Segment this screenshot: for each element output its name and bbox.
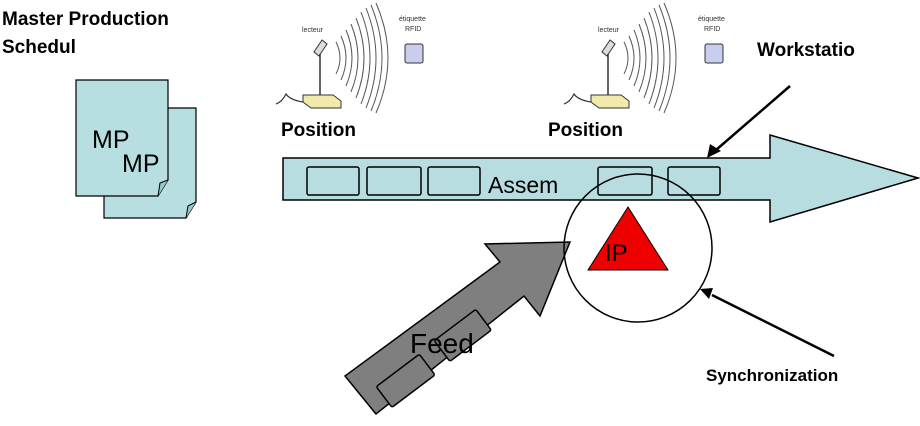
- master-production-title: Master Production: [2, 9, 169, 30]
- document-stack-icon: [75, 79, 197, 219]
- feed-label: Feed: [410, 328, 474, 359]
- master-production-title-line2: Schedul: [2, 37, 76, 58]
- position-label-left: Position: [281, 120, 356, 141]
- rfid-tag-label-left-2: RFID: [405, 26, 421, 33]
- document-back-fold: [185, 201, 197, 219]
- workstation-label: Workstatio: [757, 40, 855, 61]
- mp-label-front: MP: [92, 126, 130, 154]
- rfid-reader-icon: [275, 2, 424, 114]
- workstation-box: [667, 166, 721, 196]
- synchronization-circle: [563, 173, 713, 323]
- workstation-box: [366, 166, 422, 196]
- workstation-box: [427, 166, 481, 196]
- position-label-right: Position: [548, 120, 623, 141]
- workstation-pointer-head: [707, 144, 721, 158]
- assembly-label: Assem: [488, 172, 558, 198]
- workstation-box: [306, 166, 360, 196]
- rfid-tag-label-right-2: RFID: [704, 26, 720, 33]
- rfid-waves: [335, 2, 389, 114]
- rfid-tag-label-left: étiquette: [399, 16, 426, 23]
- synchronization-label: Synchronization: [706, 366, 838, 385]
- feed-arrow: [343, 241, 572, 416]
- synchronization-pointer-head: [700, 288, 713, 299]
- feed-box: [376, 354, 435, 408]
- inspection-point-triangle: [587, 206, 669, 271]
- rfid-waves-right: [623, 2, 677, 114]
- rfid-reader-icon-right: [563, 2, 724, 114]
- mp-label-back: MP: [122, 150, 160, 178]
- rfid-reader-label-left: lecteur: [302, 27, 324, 34]
- rfid-tag-label-right: étiquette: [698, 16, 725, 23]
- workstation-pointer-line: [715, 85, 791, 151]
- synchronization-pointer-line: [711, 293, 835, 358]
- inspection-point-label: IP: [605, 240, 628, 267]
- feed-box: [434, 309, 492, 362]
- rfid-reader-label-right: lecteur: [598, 27, 620, 34]
- document-front-fold: [157, 179, 169, 197]
